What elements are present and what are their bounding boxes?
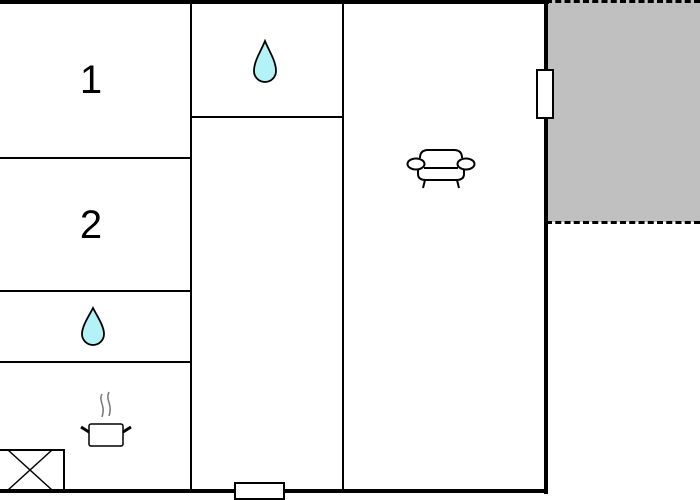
- room-label-1: 1: [79, 58, 103, 102]
- terrace-area: [546, 0, 700, 222]
- room-hallway: [192, 118, 342, 489]
- terrace-bottom-edge: [546, 221, 700, 224]
- armchair-icon: [406, 149, 476, 189]
- wall-bedroom2-bathroom: [0, 290, 191, 292]
- door-right-icon: [536, 69, 554, 119]
- room-kitchen: [0, 363, 190, 491]
- wall-vertical-left: [190, 0, 192, 491]
- room-bathroom-small: [0, 292, 190, 361]
- wall-bedroom1-bedroom2: [0, 157, 191, 159]
- room-bedroom-2: 2: [0, 159, 190, 290]
- room-bedroom-1: 1: [0, 4, 190, 157]
- wall-vertical-middle: [342, 0, 344, 491]
- water-drop-icon: [81, 306, 105, 346]
- door-bottom-icon: [234, 482, 285, 500]
- wall-top: [0, 0, 549, 4]
- cooking-pot-icon: [80, 391, 132, 447]
- wall-bathroom-hallway: [191, 116, 343, 118]
- room-label-2: 2: [79, 203, 103, 247]
- room-bathroom-top: [192, 4, 342, 116]
- terrace-top-edge: [546, 0, 700, 3]
- room-living: [344, 4, 544, 489]
- wall-right: [544, 0, 548, 494]
- wall-bathroom-kitchen: [0, 361, 191, 363]
- water-drop-icon: [253, 39, 277, 83]
- stove-box-icon: [0, 449, 65, 491]
